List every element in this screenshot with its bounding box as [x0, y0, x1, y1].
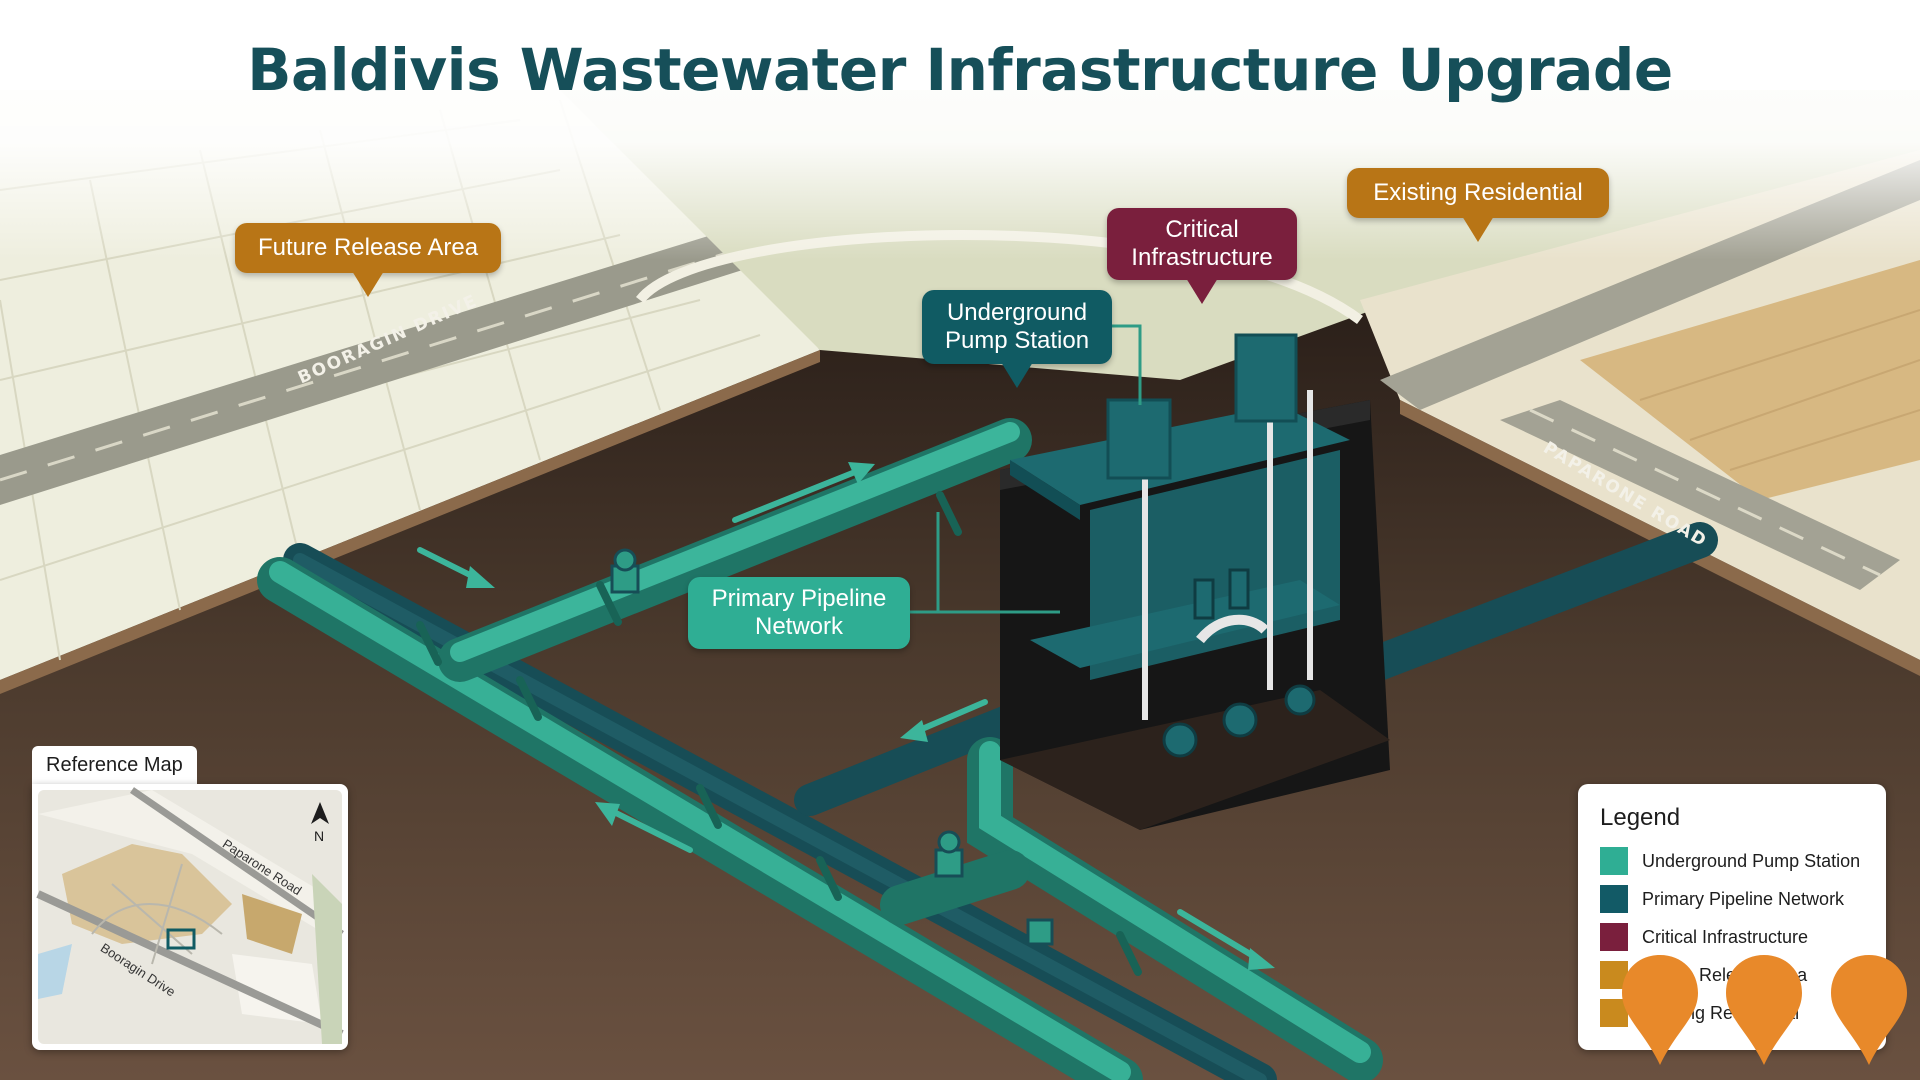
callout-underground-pump-station: Underground Pump Station	[922, 290, 1112, 388]
callout-label-line-2: Pump Station	[944, 327, 1090, 354]
callout-leaders	[905, 324, 1142, 614]
reference-map-graphic	[36, 787, 344, 1044]
location-pin-icon	[1726, 955, 1802, 1065]
legend-item-pump-station: Underground Pump Station	[1600, 846, 1860, 876]
location-pin-icon	[1622, 955, 1698, 1065]
legend-swatch	[1600, 999, 1628, 1027]
callout-label-line-2: Infrastructure	[1131, 244, 1273, 271]
location-pin-icon	[1831, 955, 1907, 1065]
pump-station-structure	[1000, 333, 1390, 830]
north-label: N	[314, 828, 325, 844]
legend-item-critical-infrastructure: Critical Infrastructure	[1600, 922, 1808, 952]
reference-map-panel: N Paparone Road Booragin Drive	[32, 784, 348, 1050]
legend-item-pipeline-network: Primary Pipeline Network	[1600, 884, 1844, 914]
flow-arrows	[417, 462, 1275, 970]
callout-tail	[1001, 362, 1033, 388]
legend-swatch	[1600, 847, 1628, 875]
callout-label: Existing Residential	[1373, 179, 1583, 206]
callout-critical-infrastructure: Critical Infrastructure	[1107, 208, 1297, 304]
legend-swatch	[1600, 923, 1628, 951]
north-arrow-icon	[311, 802, 329, 824]
callout-label-line-2: Network	[754, 613, 844, 640]
reference-map: Reference Map N Paparone Road Booragin D…	[32, 746, 348, 1050]
legend-swatch	[1600, 885, 1628, 913]
callout-tail	[1186, 278, 1218, 304]
legend-title: Legend	[1600, 804, 1681, 831]
callout-label: Future Release Area	[257, 234, 479, 261]
legend-label: Primary Pipeline Network	[1642, 888, 1845, 909]
callout-primary-pipeline-network: Primary Pipeline Network	[688, 577, 910, 649]
pipeline-network	[257, 418, 1718, 1080]
callout-future-release-area: Future Release Area	[235, 223, 501, 297]
callout-tail	[352, 271, 384, 297]
legend-label: Critical Infrastructure	[1642, 926, 1809, 947]
callout-existing-residential: Existing Residential	[1347, 168, 1609, 242]
callout-label-line-1: Critical	[1165, 216, 1239, 243]
page-title: Baldivis Wastewater Infrastructure Upgra…	[247, 36, 1673, 104]
callout-label-line-1: Primary Pipeline	[711, 585, 887, 612]
reference-map-title: Reference Map	[32, 746, 197, 787]
callout-tail	[1462, 216, 1494, 242]
callout-label-line-1: Underground	[946, 299, 1088, 326]
legend-label: Underground Pump Station	[1642, 850, 1861, 871]
